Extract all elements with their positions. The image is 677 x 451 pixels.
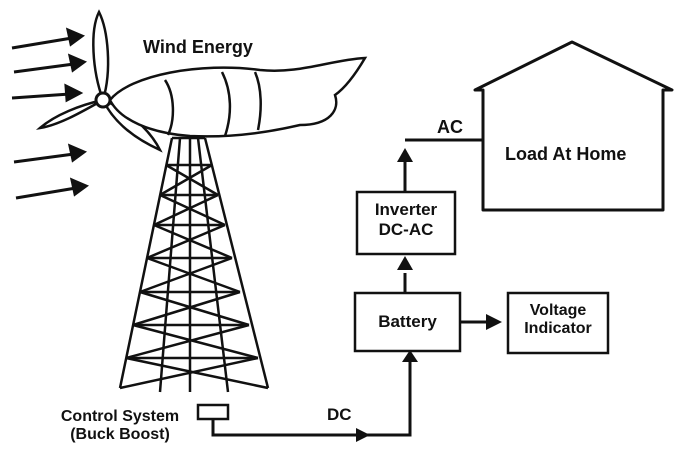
control-label-line2: (Buck Boost) — [70, 426, 170, 444]
inverter-to-ac-arrowhead-icon — [397, 148, 413, 162]
inverter-label-line1: Inverter — [374, 200, 438, 219]
voltage-label-line2: Indicator — [524, 320, 592, 338]
inverter-box — [355, 190, 457, 256]
wiring — [211, 138, 488, 437]
wind-arrows — [11, 27, 90, 200]
wind-energy-label: Wind Energy — [143, 37, 253, 57]
voltage-arrowhead-icon — [486, 314, 502, 330]
ac-label: AC — [437, 117, 463, 137]
dc-label: DC — [327, 405, 352, 424]
control-label-line1: Control System — [60, 408, 180, 425]
control-system-label: Control System (Buck Boost) — [36, 408, 204, 445]
flow-arrowheads — [356, 148, 502, 442]
rotor-blades — [35, 9, 163, 153]
voltage-indicator-box — [506, 291, 610, 355]
battery-to-inverter-arrowhead-icon — [397, 256, 413, 270]
load-at-home-label: Load At Home — [505, 144, 627, 164]
home-outline — [473, 40, 674, 212]
battery-in-arrowhead-icon — [402, 350, 418, 362]
dc-arrowhead-icon — [356, 428, 370, 442]
inverter-label: Inverter DC-AC — [357, 200, 455, 239]
battery-label: Battery — [378, 312, 437, 331]
voltage-indicator-label: Voltage Indicator — [508, 302, 608, 339]
inverter-label-line2: DC-AC — [378, 219, 434, 239]
battery-box — [353, 291, 462, 353]
voltage-label-line1: Voltage — [529, 302, 587, 319]
nacelle — [108, 56, 368, 138]
lattice-tower — [118, 136, 270, 393]
rotor-hub-icon — [94, 91, 112, 109]
